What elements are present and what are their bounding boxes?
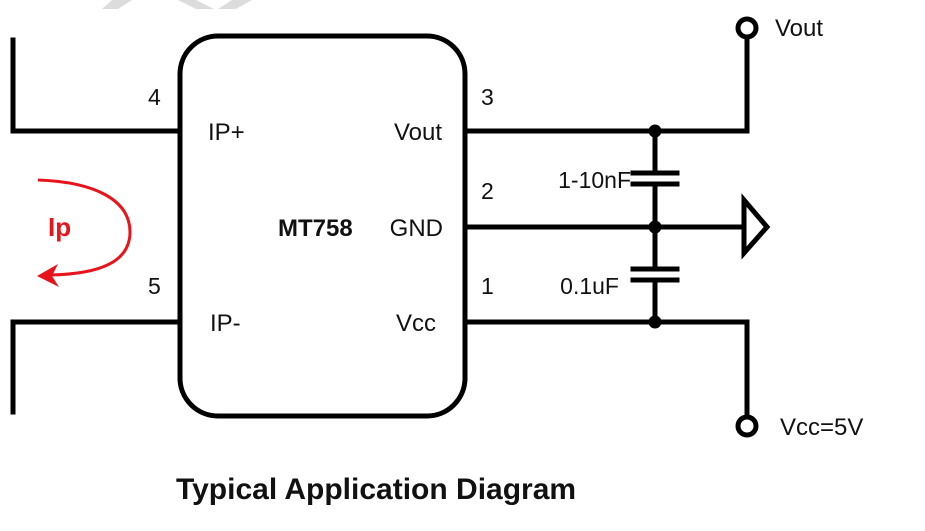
capacitor-0-1uf	[630, 266, 680, 283]
ip-plus-lead	[10, 37, 183, 134]
pin-5-number: 5	[148, 273, 161, 299]
vout-terminal-label: Vout	[775, 15, 823, 42]
pin-gnd-label: GND	[390, 215, 443, 242]
capacitor-1-10nf	[630, 170, 680, 187]
pin-vout-label: Vout	[394, 119, 442, 146]
capacitor-1-value: 1-10nF	[558, 167, 631, 193]
ground-icon	[741, 193, 771, 260]
junction-vcc	[648, 315, 662, 329]
pin-3-number: 3	[481, 84, 494, 110]
junction-vout	[648, 124, 662, 138]
current-label: Ip	[48, 212, 71, 242]
pin-vcc-label: Vcc	[396, 310, 436, 337]
vcc-wire	[462, 319, 750, 421]
current-arrow-icon	[37, 178, 132, 287]
pin-1-number: 1	[481, 273, 494, 299]
capacitor-2-value: 0.1uF	[560, 273, 619, 299]
pin-ip-plus-label: IP+	[208, 119, 245, 146]
vout-wire	[462, 35, 750, 134]
diagram-title: Typical Application Diagram	[176, 473, 576, 506]
vcc-terminal-icon	[735, 414, 759, 438]
vcc-terminal-label: Vcc=5V	[780, 414, 863, 441]
ic-part-number: MT758	[278, 215, 353, 242]
vout-terminal-icon	[735, 16, 759, 40]
pin-2-number: 2	[481, 178, 494, 204]
pin-4-number: 4	[148, 84, 161, 110]
ip-minus-lead	[10, 319, 183, 415]
watermark	[102, 0, 252, 9]
pin-ip-minus-label: IP-	[210, 310, 241, 337]
junction-gnd	[648, 220, 662, 234]
